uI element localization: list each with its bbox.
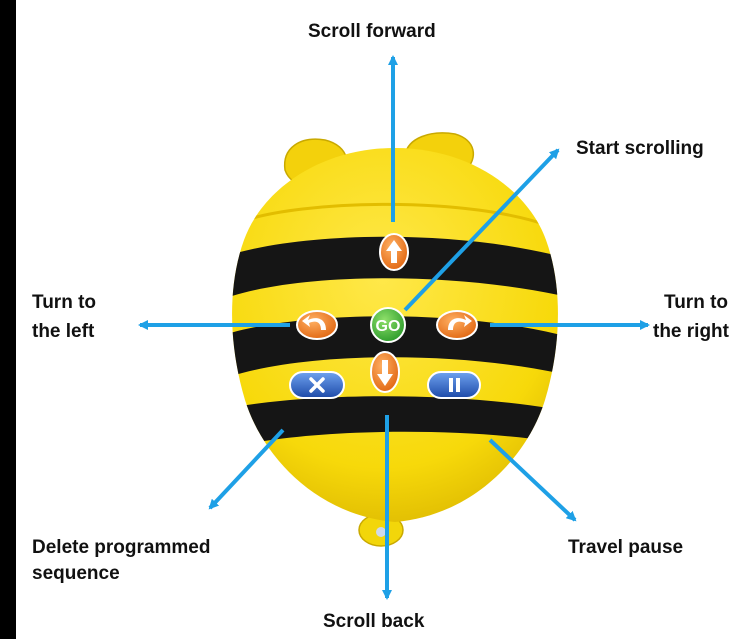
left-button[interactable] <box>297 311 337 339</box>
label-travel-pause: Travel pause <box>568 536 683 560</box>
label-scroll-back: Scroll back <box>323 610 424 634</box>
label-start-scrolling: Start scrolling <box>576 137 704 161</box>
tail-light <box>376 527 386 537</box>
back-button[interactable] <box>371 352 399 392</box>
go-button[interactable]: GO <box>371 308 405 342</box>
label-turn-right-2: the right <box>653 320 729 344</box>
label-delete-1: Delete programmed <box>32 536 210 560</box>
label-turn-right-1: Turn to <box>664 291 728 315</box>
label-turn-left-1: Turn to <box>32 291 96 315</box>
clear-button[interactable] <box>290 372 344 398</box>
bee-bot <box>220 133 580 546</box>
right-button[interactable] <box>437 311 477 339</box>
pause-button[interactable] <box>428 372 480 398</box>
arrow-delete <box>210 430 283 508</box>
go-label: GO <box>376 318 401 335</box>
label-delete-2: sequence <box>32 562 120 586</box>
forward-button[interactable] <box>380 234 408 270</box>
diagram-frame: GO Scroll forward Start scrolling Turn t… <box>16 0 753 639</box>
label-turn-left-2: the left <box>32 320 94 344</box>
arrow-pause <box>490 440 575 520</box>
label-scroll-forward: Scroll forward <box>308 20 436 44</box>
